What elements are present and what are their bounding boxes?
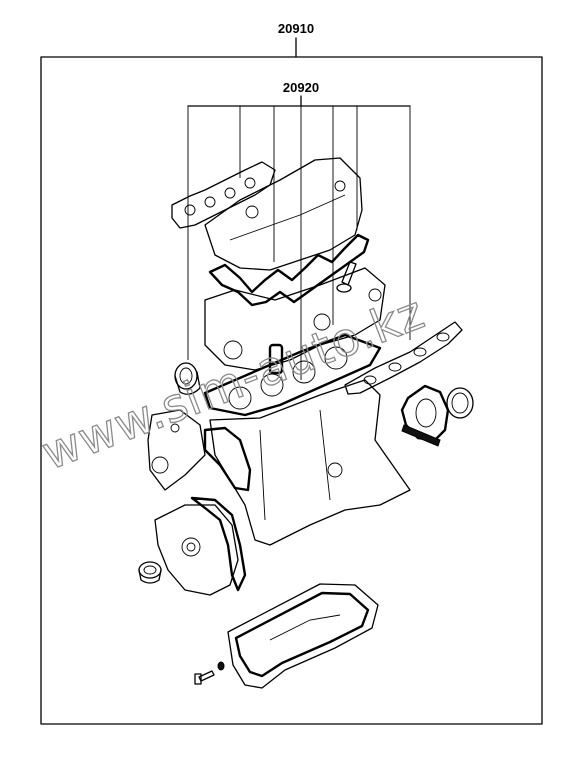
outer-kit-frame [40,56,543,725]
cylinder-head-gasket [203,333,382,417]
oil-pump-gasket [190,496,247,592]
outer-kit-part-number: 20910 [278,21,314,36]
cylinder-head [204,267,386,371]
head-cover-gasket [208,233,370,307]
rear-seal-retainer-gasket [400,384,450,447]
drain-plug [194,670,215,685]
timing-cover-lower [154,504,239,596]
inner-kit-bracket [187,95,411,380]
oil-pan [227,583,379,689]
timing-cover-upper [147,409,206,491]
valve-seal [336,261,357,293]
manifold-gasket-upper [171,161,276,229]
front-case-gasket [203,426,252,492]
intake-manifold-gasket [344,321,463,395]
inner-kit-part-number: 20920 [283,80,319,95]
drain-plug-washer [217,661,225,671]
watermark-text: www.sim-auto.kz [35,285,432,480]
front-crankshaft-seal [138,561,162,584]
cylinder-block [209,379,411,546]
camshaft-oil-seal [174,362,201,395]
rear-oil-seal [446,387,474,419]
cylinder-head-cover [204,157,363,271]
